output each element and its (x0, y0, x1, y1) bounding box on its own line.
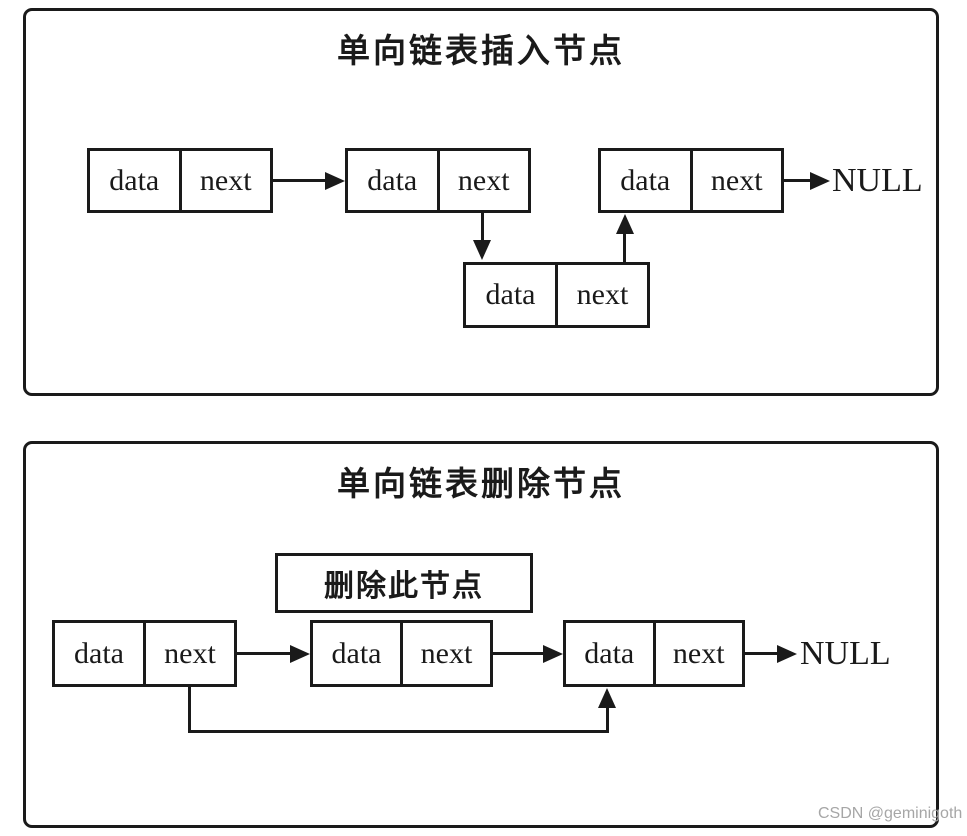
delete-node-1: data next (52, 620, 237, 687)
delete-callout: 删除此节点 (275, 553, 533, 613)
insert-node-1-next-cell: next (199, 163, 252, 197)
delete-node-2: data next (310, 620, 493, 687)
arrow-insert-2-to-new-arrowhead-icon (473, 240, 491, 260)
insert-node-2-next-cell: next (457, 163, 510, 197)
watermark: CSDN @geminigoth (818, 805, 963, 822)
delete-node-3-data-cell: data (566, 623, 656, 684)
arrow-new-to-3-arrowhead-icon (616, 214, 634, 234)
arrow-insert-3-to-null-line (782, 179, 812, 182)
insert-new-node-next-cell: next (576, 278, 629, 311)
bypass-arrow-arrowhead-icon (598, 688, 616, 708)
insert-node-3: data next (598, 148, 784, 213)
bypass-arrow-horizontal-line (188, 730, 609, 733)
arrow-delete-2-to-3-line (491, 652, 545, 655)
delete-panel-title: 单向链表删除节点 (337, 465, 625, 502)
delete-node-1-next-cell: next (164, 636, 216, 670)
arrow-delete-3-to-null-line (743, 652, 779, 655)
arrow-delete-1-to-2-arrowhead-icon (290, 645, 310, 663)
insert-node-1: data next (87, 148, 273, 213)
insert-panel-title: 单向链表插入节点 (337, 32, 625, 69)
delete-node-3: data next (563, 620, 745, 687)
insert-node-2: data next (345, 148, 531, 213)
arrow-delete-1-to-2-line (235, 652, 292, 655)
arrow-insert-2-to-new-line (481, 213, 484, 243)
arrow-insert-1-to-2-arrowhead-icon (325, 172, 345, 190)
arrow-new-to-3-line (623, 232, 626, 262)
insert-new-node-data-cell: data (466, 265, 558, 325)
delete-node-2-next-cell: next (420, 636, 473, 670)
arrow-insert-1-to-2-line (271, 179, 327, 182)
arrow-insert-3-to-null-arrowhead-icon (810, 172, 830, 190)
delete-node-3-next-cell: next (672, 636, 725, 670)
insert-null-terminator: NULL (832, 162, 923, 199)
insert-node-1-data-cell: data (90, 151, 182, 210)
arrow-delete-3-to-null-arrowhead-icon (777, 645, 797, 663)
bypass-arrow-drop-line (188, 687, 191, 733)
insert-node-3-data-cell: data (601, 151, 693, 210)
insert-node-2-data-cell: data (348, 151, 440, 210)
delete-null-terminator: NULL (800, 635, 891, 672)
insert-node-3-next-cell: next (710, 163, 763, 197)
delete-node-2-data-cell: data (313, 623, 403, 684)
arrow-delete-2-to-3-arrowhead-icon (543, 645, 563, 663)
delete-node-1-data-cell: data (55, 623, 146, 684)
bypass-arrow-rise-line (606, 704, 609, 733)
insert-new-node: data next (463, 262, 650, 328)
